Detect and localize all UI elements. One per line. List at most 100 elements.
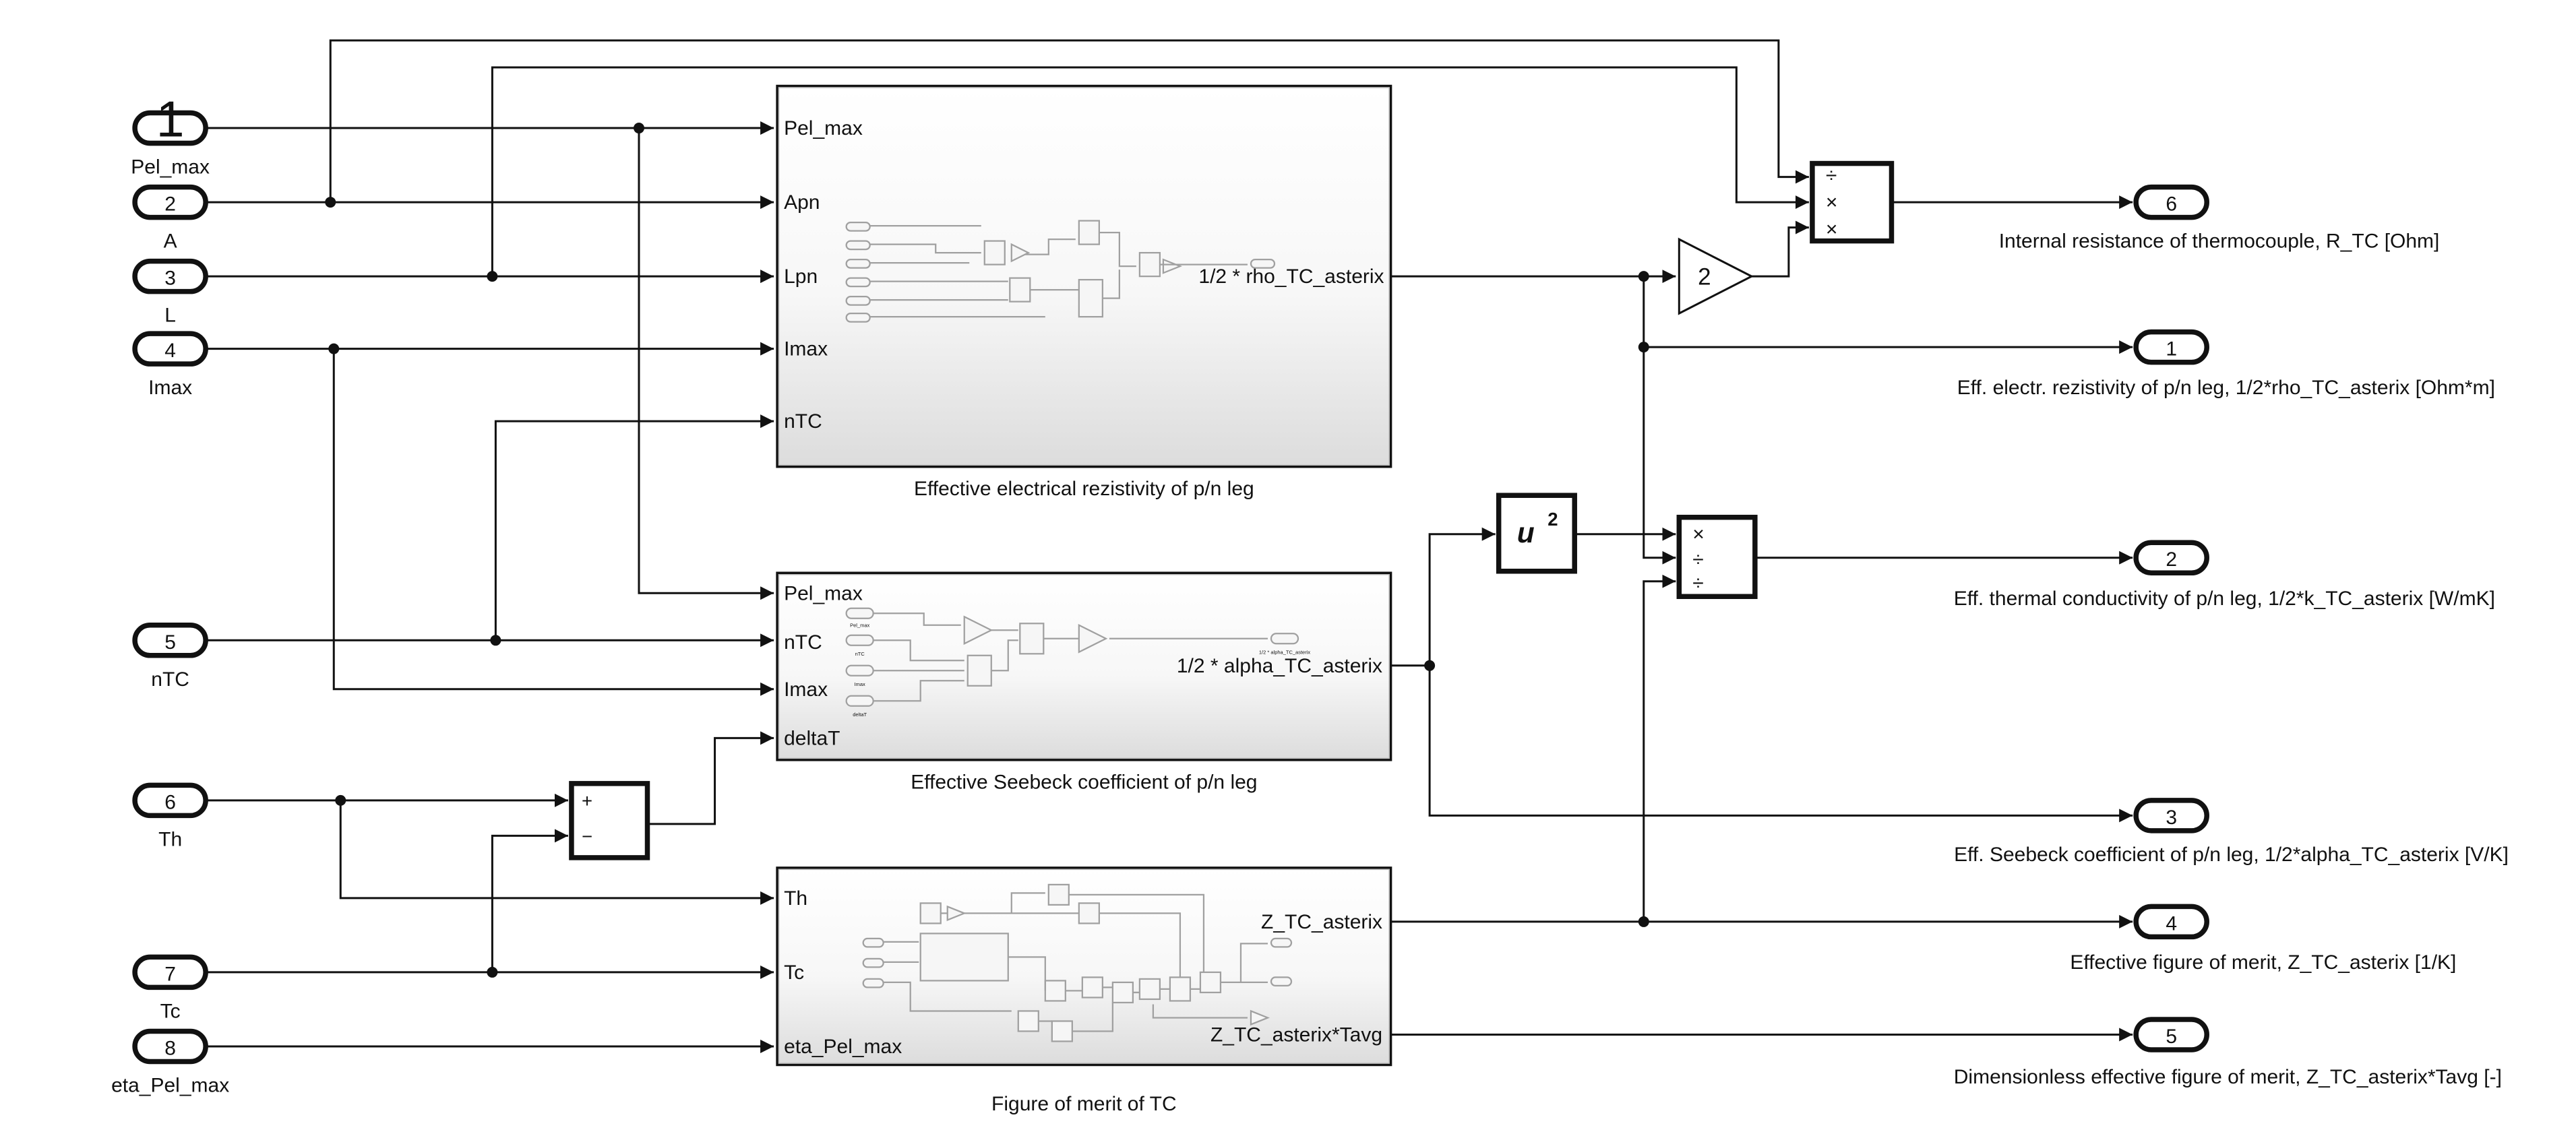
square-base: u	[1517, 517, 1535, 549]
outport-label: Effective figure of merit, Z_TC_asterix …	[2070, 951, 2456, 974]
outport-4[interactable]: 4 Effective figure of merit, Z_TC_asteri…	[2070, 904, 2456, 974]
product-op: ×	[1826, 218, 1838, 241]
inport-number: 7	[164, 963, 176, 985]
wire-imax-branch	[332, 348, 774, 696]
port-label: Pel_max	[784, 582, 863, 604]
wire-a-branch	[329, 39, 1809, 203]
wire-deltat	[647, 731, 774, 825]
port-label: Th	[784, 887, 807, 910]
inport-label: eta_Pel_max	[111, 1074, 229, 1096]
inport-4[interactable]: 4 Imax	[132, 331, 208, 399]
inport-number: 1	[156, 91, 185, 148]
wire-l-branch	[491, 66, 1809, 277]
product-op: ÷	[1692, 572, 1703, 594]
inport-5[interactable]: 5 nTC	[132, 623, 208, 691]
branch-points	[325, 123, 1649, 978]
inport-label: Imax	[148, 377, 192, 399]
product-block-resistance[interactable]: ÷ × ×	[1810, 160, 1895, 244]
outport-number: 6	[2166, 193, 2177, 216]
outport-label: Eff. electr. rezistivity of p/n leg, 1/2…	[1957, 377, 2495, 399]
port-label: Imax	[784, 679, 828, 701]
inport-label: Th	[158, 828, 182, 850]
subsystem-preview	[845, 607, 1299, 707]
inport-8[interactable]: 8 eta_Pel_max	[111, 1028, 229, 1096]
port-label: Pel_max	[784, 117, 863, 139]
subsystem-preview	[845, 220, 1276, 323]
outport-3[interactable]: 3 Eff. Seebeck coefficient of p/n leg, 1…	[1954, 798, 2509, 866]
port-label: nTC	[784, 631, 822, 654]
port-label: Apn	[784, 191, 820, 214]
junction-dot	[335, 794, 346, 806]
subsystem-preview	[862, 883, 1293, 1042]
outport-6[interactable]: 6 Internal resistance of thermocouple, R…	[1999, 184, 2440, 253]
inport-number: 5	[164, 631, 176, 654]
port-label: 1/2 * alpha_TC_asterix	[1177, 655, 1382, 677]
inport-2[interactable]: 2 A	[132, 184, 208, 253]
sum-sign-minus: −	[582, 825, 592, 846]
inport-number: 8	[164, 1037, 176, 1059]
sum-sign-plus: +	[582, 790, 592, 811]
product-op: ÷	[1692, 548, 1703, 571]
outport-label: Eff. thermal conductivity of p/n leg, 1/…	[1954, 588, 2495, 610]
wire-rho-to-product	[1643, 347, 1676, 565]
subsystem-title: Figure of merit of TC	[991, 1093, 1177, 1115]
outport-number: 3	[2166, 807, 2177, 829]
outport-label: Internal resistance of thermocouple, R_T…	[1999, 230, 2440, 253]
port-label: Imax	[784, 338, 828, 360]
port-label: Z_TC_asterix*Tavg	[1210, 1023, 1382, 1046]
math-square-block[interactable]: u 2	[1496, 493, 1577, 574]
port-label: Z_TC_asterix	[1261, 911, 1382, 933]
wire-z-to-product	[1643, 574, 1676, 922]
subsystem-seebeck-coefficient[interactable]: Pel_max nTC Imax deltaT 1/2 * alpha_TC_a…	[776, 571, 1392, 793]
wire-alpha-to-out3	[1428, 665, 2133, 823]
wire-ntc-branch	[494, 414, 774, 641]
wire-gain-out	[1751, 220, 1809, 278]
outport-2[interactable]: 2 Eff. thermal conductivity of p/n leg, …	[1954, 540, 2495, 610]
outport-5[interactable]: 5 Dimensionless effective figure of meri…	[1954, 1017, 2502, 1088]
inport-1[interactable]: 1 Pel_max	[131, 91, 210, 179]
gain-block[interactable]: 2	[1678, 237, 1754, 315]
port-label: 1/2 * rho_TC_asterix	[1198, 265, 1384, 288]
preview-label: Pel_max	[850, 622, 869, 628]
port-label: eta_Pel_max	[784, 1036, 902, 1058]
preview-label: Imax	[855, 681, 866, 687]
inport-label: nTC	[151, 668, 189, 691]
port-label: deltaT	[784, 727, 840, 749]
sum-block[interactable]: + −	[569, 781, 650, 860]
product-block-conductivity[interactable]: × ÷ ÷	[1676, 514, 1758, 600]
inport-3[interactable]: 3 L	[132, 258, 208, 327]
subsystem-title: Effective Seebeck coefficient of p/n leg	[911, 771, 1257, 793]
inport-number: 3	[164, 267, 176, 290]
junction-dot	[328, 343, 340, 354]
junction-dot	[487, 271, 498, 282]
inport-label: Pel_max	[131, 156, 210, 179]
junction-dot	[1424, 660, 1436, 671]
subsystem-preview-labels: Pel_max nTC Imax deltaT 1/2 * alpha_TC_a…	[850, 622, 1310, 718]
wire-tc-branch	[491, 829, 568, 972]
inport-7[interactable]: 7 Tc	[132, 954, 208, 1022]
junction-dot	[490, 635, 501, 646]
wire-pel-max-branch	[638, 128, 774, 600]
junction-dot	[633, 123, 645, 134]
inport-number: 4	[164, 340, 176, 362]
outport-1[interactable]: 1 Eff. electr. rezistivity of p/n leg, 1…	[1957, 329, 2495, 400]
port-label: Lpn	[784, 265, 818, 288]
preview-label: 1/2 * alpha_TC_asterix	[1259, 649, 1311, 655]
inport-number: 2	[164, 193, 176, 216]
outport-number: 4	[2166, 912, 2177, 935]
outport-number: 1	[2166, 338, 2177, 360]
product-op: ×	[1692, 524, 1705, 546]
junction-dot	[325, 197, 336, 208]
outport-number: 5	[2166, 1026, 2177, 1048]
inport-6[interactable]: 6 Th	[132, 782, 208, 850]
port-label: Tc	[784, 962, 804, 984]
junction-dot	[487, 966, 498, 978]
preview-label: deltaT	[853, 712, 867, 718]
subsystem-electrical-rezistivity[interactable]: Pel_max Apn Lpn Imax nTC 1/2 * rho_TC_as…	[776, 84, 1392, 501]
subsystem-figure-of-merit[interactable]: Th Tc eta_Pel_max Z_TC_asterix Z_TC_aste…	[776, 867, 1392, 1115]
square-exponent: 2	[1547, 509, 1558, 530]
junction-dot	[1638, 342, 1649, 353]
gain-value: 2	[1698, 264, 1711, 290]
outport-label: Eff. Seebeck coefficient of p/n leg, 1/2…	[1954, 844, 2509, 866]
